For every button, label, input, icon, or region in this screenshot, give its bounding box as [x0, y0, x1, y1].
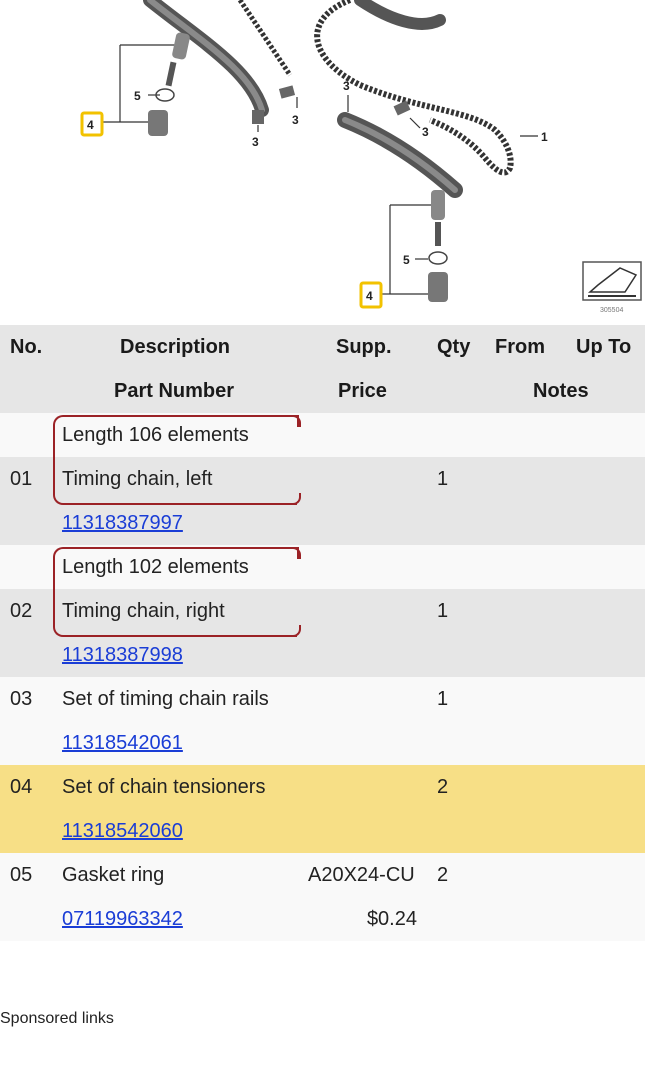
callout-4-right: 4: [366, 289, 373, 303]
callout-3-c: 3: [343, 79, 350, 93]
table-row-highlighted: 04 Set of chain tensioners 2: [0, 765, 645, 809]
diagram-reference-icon: [582, 261, 642, 301]
callout-3-a: 3: [252, 135, 259, 149]
header-price: Price: [338, 380, 387, 402]
item-qty: 1: [437, 688, 449, 710]
table-item-03: 03 Set of timing chain rails 1 113185420…: [0, 677, 645, 765]
item-number: 04: [10, 776, 33, 798]
item-number: 02: [10, 600, 33, 622]
timing-chain-illustration: 5 4 3 3 3 3 1 5 4 305504: [80, 0, 642, 314]
part-number-link[interactable]: 07119963342: [62, 908, 183, 930]
item-qty: 2: [437, 864, 449, 886]
table-row: 11318387997: [0, 501, 645, 545]
table-row-highlighted: 11318542060: [0, 809, 645, 853]
callout-3-d: 3: [422, 125, 429, 139]
parts-diagram: 5 4 3 3 3 3 1 5 4 305504: [0, 0, 648, 325]
callout-1: 1: [541, 130, 548, 144]
callout-3-b: 3: [292, 113, 299, 127]
table-row: 11318387998: [0, 633, 645, 677]
item-qty: 2: [437, 776, 449, 798]
table-item-01: Length 106 elements 01 Timing chain, lef…: [0, 413, 645, 545]
header-qty: Qty: [437, 336, 471, 358]
table-header-row-1: No. Description Supp. Qty From Up To: [0, 325, 645, 369]
header-part-number: Part Number: [114, 380, 235, 402]
item-price: $0.24: [366, 908, 417, 930]
table-row: 11318542061: [0, 721, 645, 765]
parts-table: No. Description Supp. Qty From Up To Par…: [0, 325, 645, 941]
header-from: From: [495, 336, 545, 358]
header-no: No.: [10, 336, 43, 358]
sponsored-links-label: Sponsored links: [0, 1010, 114, 1027]
callout-5-right: 5: [403, 253, 410, 267]
part-number-link[interactable]: 11318387997: [62, 512, 183, 534]
table-row: 05 Gasket ring A20X24-CU 2: [0, 853, 645, 897]
item-description: Set of timing chain rails: [62, 688, 269, 710]
table-item-04: 04 Set of chain tensioners 2 11318542060: [0, 765, 645, 853]
header-supp: Supp.: [336, 336, 392, 358]
table-item-02: Length 102 elements 02 Timing chain, rig…: [0, 545, 645, 677]
callout-4-left: 4: [87, 118, 94, 132]
item-number: 05: [10, 864, 33, 886]
table-header-row-2: Part Number Price Notes: [0, 369, 645, 413]
annotation-bracket: [53, 415, 301, 505]
item-number: 01: [10, 468, 33, 490]
header-notes: Notes: [533, 380, 589, 402]
item-supplier-code: A20X24-CU: [308, 864, 415, 886]
callout-5-left: 5: [134, 89, 141, 103]
table-row: 03 Set of timing chain rails 1: [0, 677, 645, 721]
item-qty: 1: [437, 600, 449, 622]
item-qty: 1: [437, 468, 449, 490]
annotation-bracket: [53, 547, 301, 637]
table-item-05: 05 Gasket ring A20X24-CU 2 07119963342 $…: [0, 853, 645, 941]
part-number-link[interactable]: 11318387998: [62, 644, 183, 666]
item-number: 03: [10, 688, 33, 710]
part-number-link[interactable]: 11318542061: [62, 732, 183, 754]
item-description: Gasket ring: [62, 864, 165, 886]
table-row: 07119963342 $0.24: [0, 897, 645, 941]
header-upto: Up To: [576, 336, 632, 358]
header-description: Description: [120, 336, 231, 358]
item-description: Set of chain tensioners: [62, 776, 266, 798]
diagram-reference-number: 305504: [600, 307, 623, 314]
part-number-link[interactable]: 11318542060: [62, 820, 183, 842]
